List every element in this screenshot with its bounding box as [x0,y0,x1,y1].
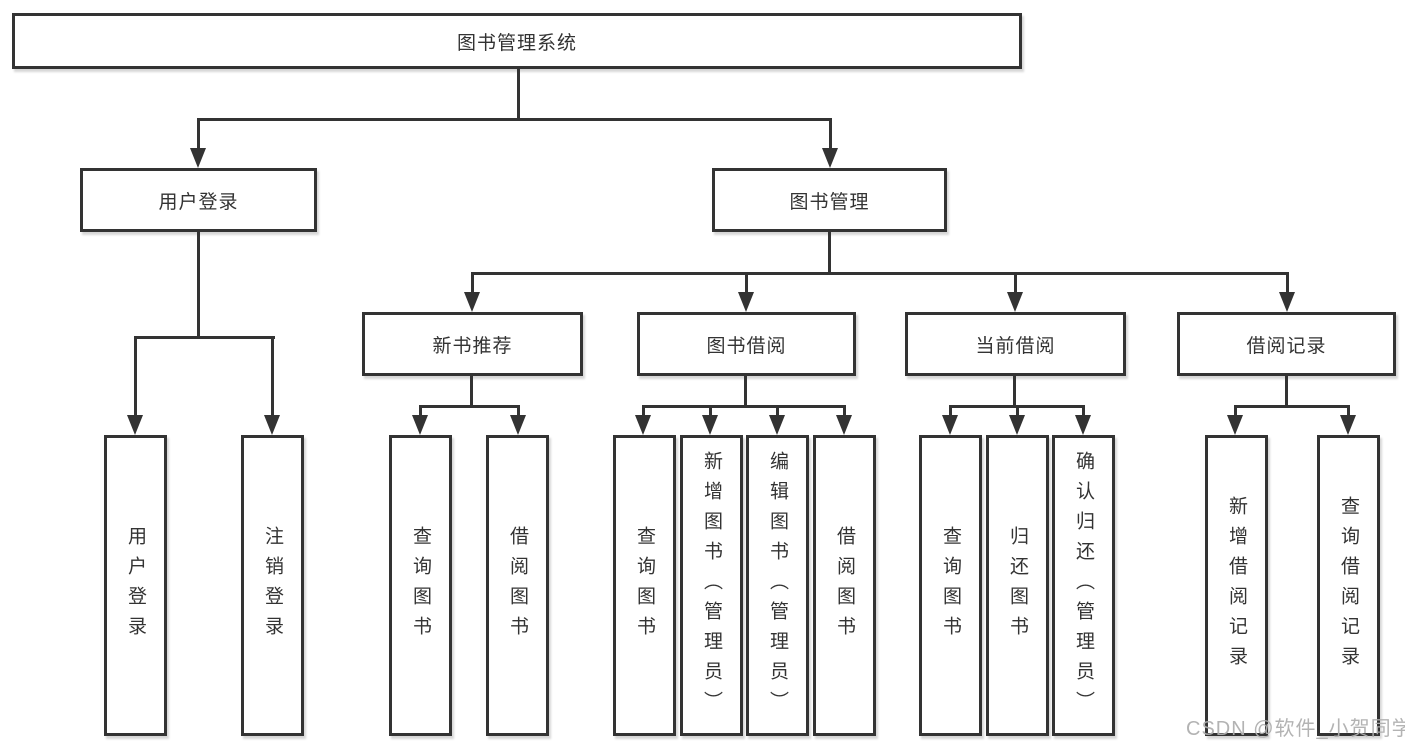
node-book-borrowing: 图书借阅 [637,312,856,376]
connector-user-login-split [134,336,275,339]
leaf-edit-book-admin: 编辑图书（管理员） [746,435,809,736]
leaf-query-books-current-label: 查询图书 [940,525,961,646]
leaf-logout: 注销登录 [241,435,304,736]
connector-current-stub [1013,376,1016,405]
node-current-borrowing: 当前借阅 [905,312,1126,376]
leaf-add-book-admin-label: 新增图书（管理员） [701,450,722,721]
connector-records-split [1234,405,1350,408]
connector-user-login-stub [197,232,200,336]
leaf-add-borrow-record-label: 新增借阅记录 [1226,495,1247,676]
arrow-to-borrow-records [1279,274,1295,312]
leaf-user-login: 用户登录 [104,435,167,736]
arrow-borrowing-leaf-3 [769,408,785,435]
node-book-management-label: 图书管理 [789,191,870,213]
leaf-query-borrow-record: 查询借阅记录 [1317,435,1380,736]
arrow-current-leaf-3 [1075,408,1091,435]
leaf-return-book-label: 归还图书 [1007,525,1028,646]
arrow-records-leaf-2 [1340,408,1356,435]
connector-root-stub [517,69,520,118]
arrow-to-current-borrowing [1007,274,1023,312]
leaf-borrow-books-recommend: 借阅图书 [486,435,549,736]
arrow-current-leaf-1 [942,408,958,435]
arrow-current-leaf-2 [1009,408,1025,435]
leaf-query-books-borrowing: 查询图书 [613,435,676,736]
leaf-confirm-return-admin: 确认归还（管理员） [1052,435,1115,736]
node-user-login: 用户登录 [80,168,317,232]
node-library-system-label: 图书管理系统 [456,32,577,54]
arrow-to-book-management [822,120,838,168]
leaf-query-books-current: 查询图书 [919,435,982,736]
leaf-add-book-admin: 新增图书（管理员） [680,435,743,736]
leaf-add-borrow-record: 新增借阅记录 [1205,435,1268,736]
node-borrow-records: 借阅记录 [1177,312,1396,376]
connector-recommend-split [419,405,520,408]
arrow-to-user-login [190,120,206,168]
node-user-login-label: 用户登录 [158,191,239,213]
leaf-query-books-recommend-label: 查询图书 [410,525,431,646]
arrow-to-book-borrowing [738,274,754,312]
connector-recommend-stub [470,376,473,405]
node-library-system: 图书管理系统 [12,13,1022,69]
connector-root-split [197,118,832,121]
node-book-management: 图书管理 [712,168,947,232]
node-new-book-recommend-label: 新书推荐 [432,335,513,357]
arrow-to-leaf-logout [264,338,280,435]
leaf-query-books-borrowing-label: 查询图书 [634,525,655,646]
node-current-borrowing-label: 当前借阅 [975,335,1056,357]
leaf-return-book: 归还图书 [986,435,1049,736]
connector-borrowing-split [642,405,846,408]
connector-book-mgmt-split [471,272,1289,275]
arrow-borrowing-leaf-4 [836,408,852,435]
arrow-records-leaf-1 [1227,408,1243,435]
leaf-logout-label: 注销登录 [262,525,283,646]
connector-borrowing-stub [744,376,747,405]
connector-book-mgmt-stub [828,232,831,272]
leaf-edit-book-admin-label: 编辑图书（管理员） [767,450,788,721]
leaf-borrow-books-label: 借阅图书 [834,525,855,646]
node-borrow-records-label: 借阅记录 [1246,335,1327,357]
arrow-recommend-leaf-1 [412,408,428,435]
arrow-borrowing-leaf-2 [702,408,718,435]
arrow-to-leaf-user-login [127,338,143,435]
leaf-query-books-recommend: 查询图书 [389,435,452,736]
csdn-watermark: CSDN @软件_小贺同学 [1186,718,1405,740]
leaf-user-login-label: 用户登录 [125,525,146,646]
connector-records-stub [1285,376,1288,405]
arrow-recommend-leaf-2 [510,408,526,435]
arrow-borrowing-leaf-1 [635,408,651,435]
leaf-borrow-books-recommend-label: 借阅图书 [507,525,528,646]
arrow-to-new-book-recommend [464,274,480,312]
node-new-book-recommend: 新书推荐 [362,312,583,376]
leaf-borrow-books: 借阅图书 [813,435,876,736]
leaf-confirm-return-admin-label: 确认归还（管理员） [1073,450,1094,721]
node-book-borrowing-label: 图书借阅 [706,335,787,357]
leaf-query-borrow-record-label: 查询借阅记录 [1338,495,1359,676]
connector-current-split [949,405,1085,408]
